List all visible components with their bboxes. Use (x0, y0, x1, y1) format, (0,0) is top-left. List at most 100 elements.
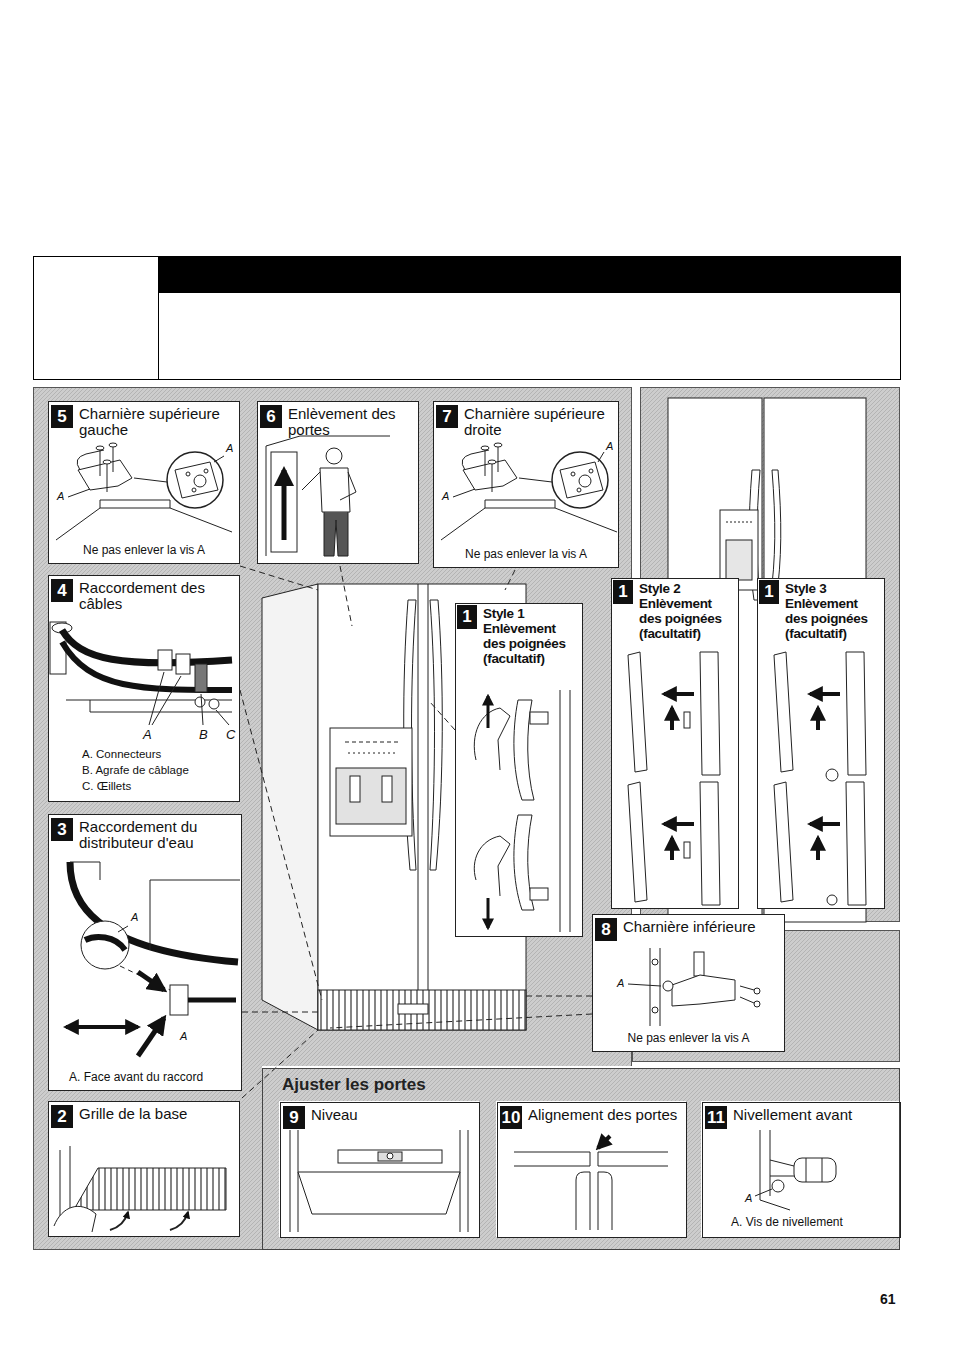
step-number: 9 (283, 1106, 305, 1129)
step-heading: Charnière supérieure gauche (79, 406, 235, 438)
water-line-sketch (138, 1018, 164, 1056)
step-panel: 2Grille de la base (48, 1101, 240, 1237)
base-grille-sketch (54, 1146, 226, 1232)
panel-grounds (455, 603, 583, 937)
line-art (214, 456, 224, 462)
fridge-sketch (398, 1004, 428, 1014)
step-number: 3 (51, 818, 73, 841)
step-number: 4 (51, 579, 73, 602)
line-art (262, 1066, 902, 1252)
bottom-hinge-sketch (628, 984, 661, 986)
handle-sketch (570, 690, 571, 932)
step-number: 10 (500, 1106, 522, 1129)
panel-grounds (279, 1101, 479, 1237)
door-removal-sketch (302, 472, 356, 500)
bottom-hinge-sketch (660, 948, 661, 1026)
handle-sketch (487, 898, 490, 928)
handle-sketch (474, 690, 570, 932)
step-panel: 9 Niveau (280, 1102, 480, 1238)
callout-letter: A (131, 911, 138, 923)
panel-grounds (48, 1101, 240, 1237)
level-sketch (387, 1153, 393, 1159)
fridge-sketch (418, 584, 419, 990)
callout-letter: B (199, 728, 208, 742)
line-art (774, 652, 866, 775)
level-sketch (290, 1130, 468, 1232)
step-heading: Style 3 Enlèvement des poignées (faculta… (785, 581, 882, 641)
step-note: Ne pas enlever la vis A (595, 1031, 782, 1045)
line-art (684, 842, 690, 858)
leveling-sketch (806, 1158, 807, 1182)
callout-letter: A (606, 440, 613, 452)
water-line-sketch (118, 926, 128, 932)
step-heading: Niveau (311, 1107, 475, 1123)
cable-sketch (201, 694, 203, 725)
level-sketch (298, 1172, 460, 1214)
door-alignment-sketch (598, 1152, 668, 1153)
cable-sketch (209, 699, 219, 709)
bottom-hinge-sketch (694, 952, 704, 976)
fridge-sketch (330, 728, 412, 836)
step-panel: 10 Alignement des portes (497, 1102, 687, 1238)
door-removal-sketch (324, 512, 348, 556)
step-panel: 5 Charnière supérieure gauche Ne pas enlev… (48, 401, 240, 564)
step-panel: 3Raccordement du distributeur d'eau (48, 814, 242, 1091)
bottom-hinge-sketch (652, 1007, 658, 1013)
leader-lines (330, 1014, 592, 1028)
line-art (34, 257, 901, 380)
base-grille-sketch (76, 1168, 226, 1210)
panel-grounds (592, 914, 785, 1052)
panel-grounds (48, 401, 240, 564)
bottom-hinge-sketch (740, 997, 754, 1003)
handle-sketch (560, 690, 561, 932)
fridge-sketch (382, 776, 392, 802)
door-removal-sketch (271, 452, 297, 552)
water-line-sketch (188, 998, 236, 1003)
bottom-hinge-sketch (740, 986, 754, 990)
leader-lines (242, 1012, 318, 1013)
step-heading: Charnière supérieure droite (464, 406, 614, 438)
cable-sketch (50, 622, 232, 725)
key-entry: B. Agrafe de câblage (82, 764, 189, 777)
step-heading: Alignement des portes (528, 1107, 682, 1123)
leader-lines (430, 702, 455, 730)
door-alignment-sketch (576, 1172, 590, 1230)
key-entry: A. Vis de nivellement (731, 1216, 843, 1229)
line-art (598, 452, 604, 462)
cable-sketch (158, 650, 172, 670)
door-alignment-sketch (514, 1152, 590, 1153)
line-art (684, 712, 690, 728)
leader-lines (240, 690, 322, 1000)
panel-grounds (48, 575, 240, 802)
key-entry: A. Face avant du raccord (69, 1071, 203, 1084)
door-removal-sketch (266, 436, 390, 556)
fridge-sketch (430, 600, 442, 870)
bottom-hinge-sketch (663, 981, 673, 991)
step-note: Ne pas enlever la vis A (51, 543, 237, 557)
leveling-sketch (755, 1130, 836, 1210)
base-grille-sketch (54, 1206, 96, 1232)
step-note: Ne pas enlever la vis A (436, 547, 616, 561)
leader-lines (505, 570, 515, 590)
step-number: 1 (613, 580, 633, 604)
cable-sketch (62, 630, 232, 663)
step-heading: Raccordement des câbles (79, 580, 235, 612)
cable-sketch (66, 700, 232, 712)
panel-grounds (701, 1101, 900, 1237)
leveling-sketch (755, 1189, 772, 1196)
cable-sketch (176, 654, 190, 674)
line-art (628, 782, 720, 905)
leveling-sketch (770, 1160, 794, 1176)
step-heading: Style 2 Enlèvement des poignées (faculta… (639, 581, 736, 641)
door-removal-sketch (326, 448, 342, 464)
door-removal-sketch (266, 436, 390, 556)
door-alignment-sketch (514, 1166, 590, 1167)
step-number: 5 (51, 405, 73, 428)
fridge-sketch (262, 584, 318, 1030)
door-alignment-sketch (598, 1136, 610, 1148)
line-art (158, 256, 159, 380)
page-number: 61 (880, 1292, 896, 1307)
cable-sketch (152, 676, 181, 725)
leveling-sketch (760, 1130, 790, 1210)
